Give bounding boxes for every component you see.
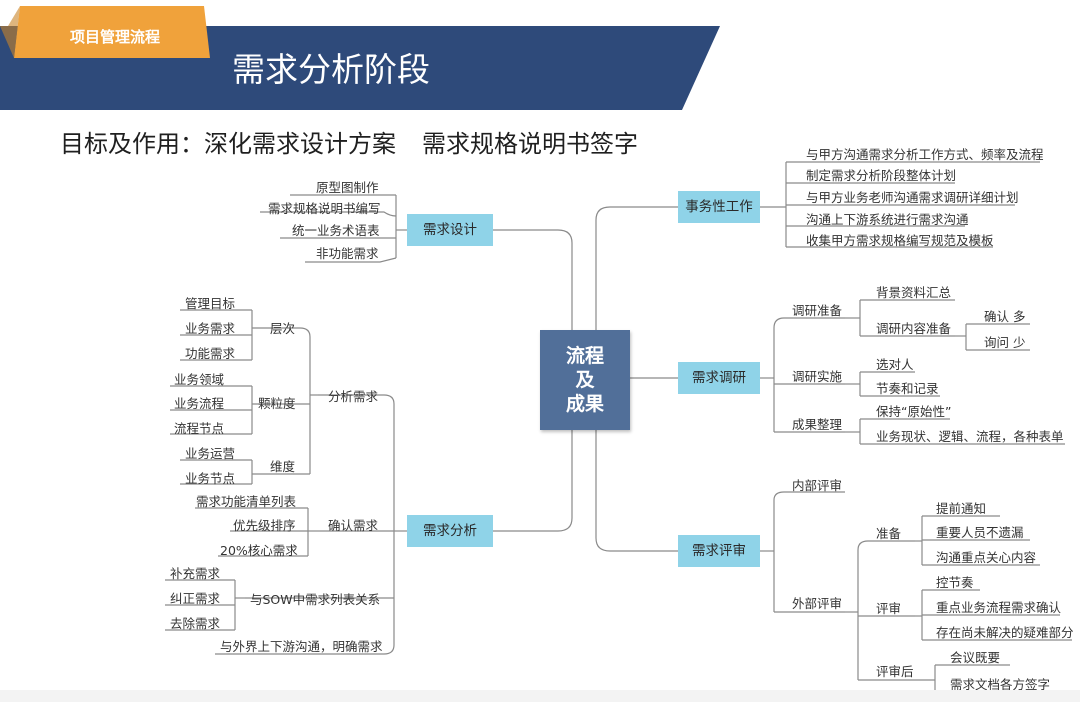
center-line-3: 成果 [565, 393, 604, 415]
prepare-item: 重要人员不遗漏 [936, 525, 1024, 540]
prepare-item: 提前通知 [936, 501, 987, 516]
review-item: 重点业务流程需求确认 [936, 600, 1062, 615]
granularity-item: 流程节点 [174, 421, 225, 436]
level-item: 业务需求 [185, 321, 236, 336]
granularity-item: 业务流程 [174, 396, 225, 411]
after-item: 需求文档各方签字 [950, 677, 1051, 692]
subtitle: 目标及作用：深化需求设计方案需求规格说明书签字 [60, 126, 664, 162]
external-after: 评审后 [876, 664, 914, 679]
sow-item: 纠正需求 [170, 591, 221, 606]
confirm-item: 20%核心需求 [220, 543, 298, 558]
level-item: 功能需求 [185, 346, 236, 361]
design-item: 非功能需求 [316, 246, 379, 261]
review-item: 控节奏 [936, 575, 974, 590]
confirm-item: 优先级排序 [233, 518, 296, 533]
center-line-1: 流程 [565, 345, 604, 367]
node-research: 需求调研 [678, 362, 760, 394]
analysis-analyze: 分析需求 [328, 389, 379, 404]
bottom-bar [0, 690, 1080, 702]
confirm-item: 需求功能清单列表 [196, 494, 297, 509]
dimension-item: 业务节点 [185, 471, 236, 486]
level-item: 管理目标 [185, 296, 236, 311]
header-banner: 项目管理流程 需求分析阶段 [0, 0, 1080, 112]
node-affairs: 事务性工作 [678, 191, 760, 223]
section-tag: 项目管理流程 [69, 28, 160, 46]
analysis-sow: 与SOW中需求列表关系 [250, 592, 381, 607]
review-external: 外部评审 [792, 596, 843, 611]
analysis-confirm: 确认需求 [328, 518, 379, 533]
design-item: 需求规格说明书编写 [268, 201, 381, 216]
affairs-item: 与甲方业务老师沟通需求调研详细计划 [806, 190, 1019, 205]
subtitle-sign: 需求规格说明书签字 [422, 130, 638, 158]
sort-item: 业务现状、逻辑、流程，各种表单 [876, 429, 1064, 444]
affairs-item: 制定需求分析阶段整体计划 [806, 168, 957, 183]
review-item: 存在尚未解决的疑难部分 [936, 625, 1074, 640]
analyze-level: 层次 [270, 321, 296, 336]
sow-item: 去除需求 [170, 616, 221, 631]
analyze-dimension: 维度 [270, 459, 296, 474]
external-prepare: 准备 [876, 526, 902, 541]
external-review: 评审 [876, 601, 902, 616]
affairs-item: 收集甲方需求规格编写规范及模板 [806, 233, 994, 248]
sow-item: 补充需求 [170, 566, 221, 581]
research-prep: 调研准备 [792, 303, 843, 318]
content-item: 询问 少 [984, 335, 1026, 350]
prepare-item: 沟通重点关心内容 [936, 550, 1037, 565]
exec-item: 选对人 [876, 357, 914, 372]
dimension-item: 业务运营 [185, 446, 236, 461]
exec-item: 节奏和记录 [876, 381, 939, 396]
research-sort: 成果整理 [792, 417, 843, 432]
center-line-2: 及 [575, 369, 595, 391]
granularity-item: 业务领域 [174, 372, 225, 387]
affairs-item: 与甲方沟通需求分析工作方式、频率及流程 [806, 147, 1044, 162]
design-item: 统一业务术语表 [292, 223, 380, 238]
sort-item: 保持“原始性” [876, 404, 952, 419]
node-analysis: 需求分析 [407, 515, 493, 547]
research-exec: 调研实施 [792, 369, 843, 384]
page-title: 需求分析阶段 [232, 50, 430, 89]
prep-background: 背景资料汇总 [876, 285, 952, 300]
affairs-item: 沟通上下游系统进行需求沟通 [806, 212, 969, 227]
prep-content: 调研内容准备 [876, 321, 952, 336]
center-node: 流程 及 成果 [540, 330, 630, 430]
node-review: 需求评审 [678, 535, 760, 567]
analysis-communicate: 与外界上下游沟通，明确需求 [220, 639, 383, 654]
content-item: 确认 多 [984, 309, 1026, 324]
after-item: 会议既要 [950, 650, 1001, 665]
analyze-granularity: 颗粒度 [258, 396, 296, 411]
banner-shape [0, 6, 720, 110]
review-internal: 内部评审 [792, 478, 843, 493]
subtitle-goal: 目标及作用：深化需求设计方案 [60, 130, 396, 158]
node-design: 需求设计 [407, 214, 493, 246]
design-item: 原型图制作 [316, 180, 379, 195]
